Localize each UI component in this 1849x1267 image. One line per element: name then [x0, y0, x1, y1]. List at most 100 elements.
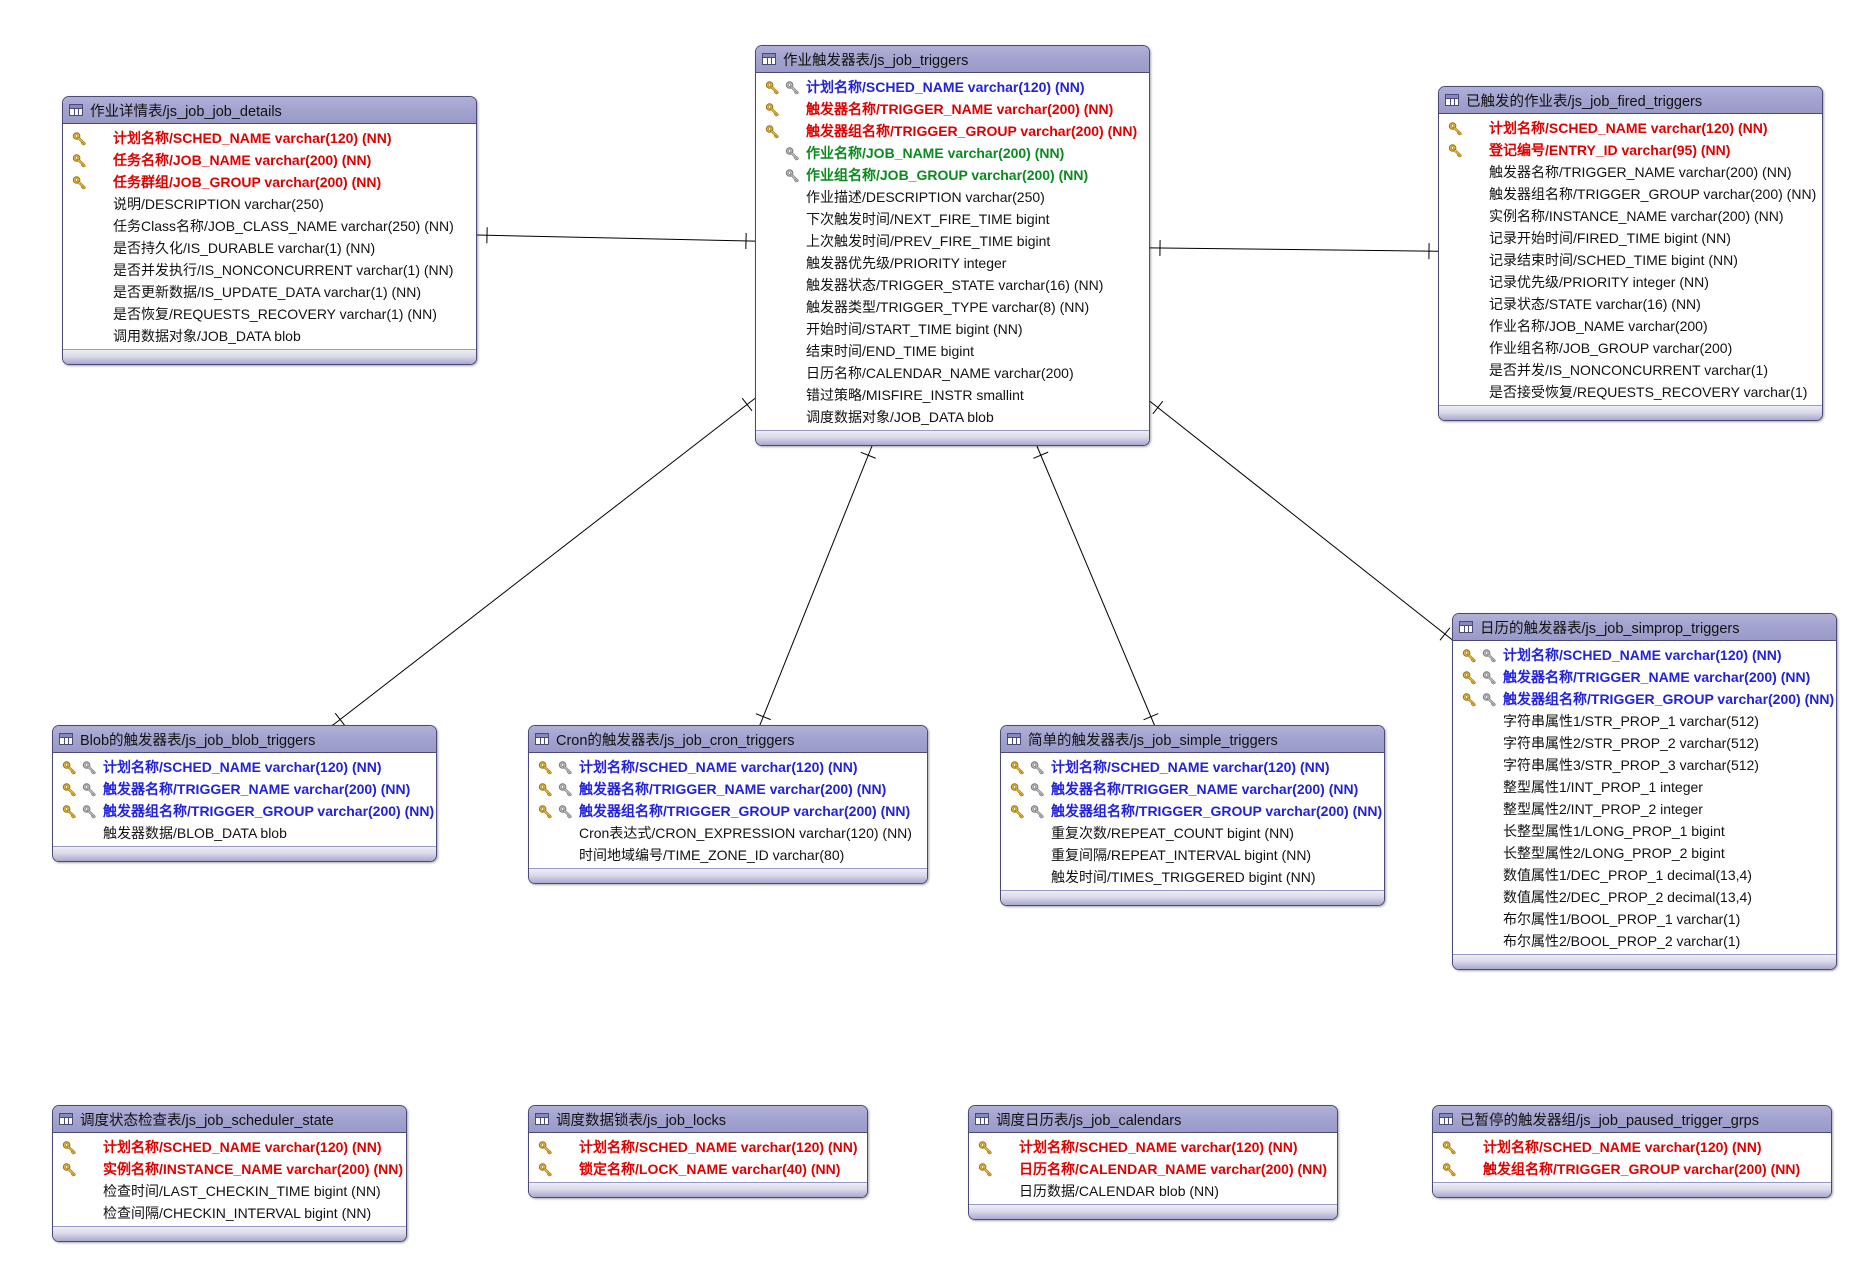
entity-field-row[interactable]: 是否并发执行/IS_NONCONCURRENT varchar(1) (NN): [63, 259, 476, 281]
entity-field-row[interactable]: 字符串属性3/STR_PROP_3 varchar(512): [1453, 754, 1836, 776]
entity-job_details[interactable]: 作业详情表/js_job_job_details 计划名称/SCHED_NAME …: [62, 96, 477, 365]
entity-title-bar[interactable]: 已触发的作业表/js_job_fired_triggers: [1439, 87, 1822, 114]
entity-field-row[interactable]: 计划名称/SCHED_NAME varchar(120) (NN): [756, 76, 1149, 98]
entity-field-row[interactable]: 时间地域编号/TIME_ZONE_ID varchar(80): [529, 844, 927, 866]
entity-field-row[interactable]: 计划名称/SCHED_NAME varchar(120) (NN): [529, 756, 927, 778]
entity-field-row[interactable]: 任务名称/JOB_NAME varchar(200) (NN): [63, 149, 476, 171]
entity-field-row[interactable]: 是否并发/IS_NONCONCURRENT varchar(1): [1439, 359, 1822, 381]
entity-field-row[interactable]: 计划名称/SCHED_NAME varchar(120) (NN): [1433, 1136, 1831, 1158]
entity-field-row[interactable]: 触发器名称/TRIGGER_NAME varchar(200) (NN): [529, 778, 927, 800]
entity-field-row[interactable]: 触发器组名称/TRIGGER_GROUP varchar(200) (NN): [53, 800, 436, 822]
entity-title-bar[interactable]: 调度日历表/js_job_calendars: [969, 1106, 1337, 1133]
entity-field-row[interactable]: 是否更新数据/IS_UPDATE_DATA varchar(1) (NN): [63, 281, 476, 303]
entity-blob_triggers[interactable]: Blob的触发器表/js_job_blob_triggers 计划名称/SCHED…: [52, 725, 437, 862]
entity-field-row[interactable]: 计划名称/SCHED_NAME varchar(120) (NN): [1439, 117, 1822, 139]
entity-field-row[interactable]: 记录开始时间/FIRED_TIME bigint (NN): [1439, 227, 1822, 249]
entity-field-row[interactable]: 任务Class名称/JOB_CLASS_NAME varchar(250) (N…: [63, 215, 476, 237]
entity-field-row[interactable]: 日历名称/CALENDAR_NAME varchar(200) (NN): [969, 1158, 1337, 1180]
entity-field-row[interactable]: 字符串属性1/STR_PROP_1 varchar(512): [1453, 710, 1836, 732]
entity-field-row[interactable]: 计划名称/SCHED_NAME varchar(120) (NN): [1001, 756, 1384, 778]
entity-field-row[interactable]: 计划名称/SCHED_NAME varchar(120) (NN): [53, 1136, 406, 1158]
entity-field-row[interactable]: 是否持久化/IS_DURABLE varchar(1) (NN): [63, 237, 476, 259]
entity-field-row[interactable]: 作业名称/JOB_NAME varchar(200) (NN): [756, 142, 1149, 164]
entity-field-row[interactable]: 计划名称/SCHED_NAME varchar(120) (NN): [529, 1136, 867, 1158]
entity-field-row[interactable]: 调度数据对象/JOB_DATA blob: [756, 406, 1149, 428]
entity-field-row[interactable]: 触发器名称/TRIGGER_NAME varchar(200) (NN): [1453, 666, 1836, 688]
entity-job_triggers[interactable]: 作业触发器表/js_job_triggers 计划名称/SCHED_NAME va…: [755, 45, 1150, 446]
entity-field-row[interactable]: 计划名称/SCHED_NAME varchar(120) (NN): [63, 127, 476, 149]
entity-field-row[interactable]: 实例名称/INSTANCE_NAME varchar(200) (NN): [1439, 205, 1822, 227]
entity-simple_triggers[interactable]: 简单的触发器表/js_job_simple_triggers 计划名称/SCHED…: [1000, 725, 1385, 906]
entity-field-row[interactable]: 布尔属性1/BOOL_PROP_1 varchar(1): [1453, 908, 1836, 930]
entity-field-row[interactable]: 记录状态/STATE varchar(16) (NN): [1439, 293, 1822, 315]
entity-field-row[interactable]: 登记编号/ENTRY_ID varchar(95) (NN): [1439, 139, 1822, 161]
entity-field-row[interactable]: 触发器名称/TRIGGER_NAME varchar(200) (NN): [1439, 161, 1822, 183]
entity-calendars[interactable]: 调度日历表/js_job_calendars 计划名称/SCHED_NAME va…: [968, 1105, 1338, 1220]
entity-field-row[interactable]: 检查时间/LAST_CHECKIN_TIME bigint (NN): [53, 1180, 406, 1202]
entity-field-row[interactable]: 整型属性2/INT_PROP_2 integer: [1453, 798, 1836, 820]
entity-field-row[interactable]: 计划名称/SCHED_NAME varchar(120) (NN): [1453, 644, 1836, 666]
entity-field-row[interactable]: 布尔属性2/BOOL_PROP_2 varchar(1): [1453, 930, 1836, 952]
entity-field-row[interactable]: 字符串属性2/STR_PROP_2 varchar(512): [1453, 732, 1836, 754]
entity-field-row[interactable]: 重复间隔/REPEAT_INTERVAL bigint (NN): [1001, 844, 1384, 866]
entity-field-row[interactable]: 触发器状态/TRIGGER_STATE varchar(16) (NN): [756, 274, 1149, 296]
entity-field-row[interactable]: 长整型属性2/LONG_PROP_2 bigint: [1453, 842, 1836, 864]
entity-field-row[interactable]: 下次触发时间/NEXT_FIRE_TIME bigint: [756, 208, 1149, 230]
entity-field-row[interactable]: 触发器名称/TRIGGER_NAME varchar(200) (NN): [53, 778, 436, 800]
entity-fired_triggers[interactable]: 已触发的作业表/js_job_fired_triggers 计划名称/SCHED_…: [1438, 86, 1823, 421]
entity-field-row[interactable]: 触发器组名称/TRIGGER_GROUP varchar(200) (NN): [1001, 800, 1384, 822]
entity-field-row[interactable]: 数值属性2/DEC_PROP_2 decimal(13,4): [1453, 886, 1836, 908]
entity-field-row[interactable]: 触发器名称/TRIGGER_NAME varchar(200) (NN): [1001, 778, 1384, 800]
entity-field-row[interactable]: 触发器名称/TRIGGER_NAME varchar(200) (NN): [756, 98, 1149, 120]
entity-field-row[interactable]: 错过策略/MISFIRE_INSTR smallint: [756, 384, 1149, 406]
entity-field-row[interactable]: 作业描述/DESCRIPTION varchar(250): [756, 186, 1149, 208]
entity-title-bar[interactable]: Cron的触发器表/js_job_cron_triggers: [529, 726, 927, 753]
entity-field-row[interactable]: 作业名称/JOB_NAME varchar(200): [1439, 315, 1822, 337]
entity-cron_triggers[interactable]: Cron的触发器表/js_job_cron_triggers 计划名称/SCHED…: [528, 725, 928, 884]
entity-field-row[interactable]: 作业组名称/JOB_GROUP varchar(200) (NN): [756, 164, 1149, 186]
entity-field-row[interactable]: 重复次数/REPEAT_COUNT bigint (NN): [1001, 822, 1384, 844]
entity-scheduler_state[interactable]: 调度状态检查表/js_job_scheduler_state 计划名称/SCHED…: [52, 1105, 407, 1242]
entity-field-row[interactable]: 锁定名称/LOCK_NAME varchar(40) (NN): [529, 1158, 867, 1180]
entity-field-row[interactable]: 计划名称/SCHED_NAME varchar(120) (NN): [53, 756, 436, 778]
entity-field-row[interactable]: 整型属性1/INT_PROP_1 integer: [1453, 776, 1836, 798]
entity-field-row[interactable]: 触发器优先级/PRIORITY integer: [756, 252, 1149, 274]
entity-locks[interactable]: 调度数据锁表/js_job_locks 计划名称/SCHED_NAME varch…: [528, 1105, 868, 1198]
entity-field-row[interactable]: 数值属性1/DEC_PROP_1 decimal(13,4): [1453, 864, 1836, 886]
entity-field-row[interactable]: 是否恢复/REQUESTS_RECOVERY varchar(1) (NN): [63, 303, 476, 325]
entity-field-row[interactable]: 计划名称/SCHED_NAME varchar(120) (NN): [969, 1136, 1337, 1158]
entity-field-row[interactable]: 触发器数据/BLOB_DATA blob: [53, 822, 436, 844]
entity-title-bar[interactable]: 日历的触发器表/js_job_simprop_triggers: [1453, 614, 1836, 641]
entity-field-row[interactable]: 触发器组名称/TRIGGER_GROUP varchar(200) (NN): [1439, 183, 1822, 205]
entity-field-row[interactable]: 开始时间/START_TIME bigint (NN): [756, 318, 1149, 340]
entity-field-row[interactable]: 是否接受恢复/REQUESTS_RECOVERY varchar(1): [1439, 381, 1822, 403]
entity-field-row[interactable]: 任务群组/JOB_GROUP varchar(200) (NN): [63, 171, 476, 193]
entity-field-row[interactable]: 触发器组名称/TRIGGER_GROUP varchar(200) (NN): [756, 120, 1149, 142]
entity-field-row[interactable]: 触发时间/TIMES_TRIGGERED bigint (NN): [1001, 866, 1384, 888]
entity-title-bar[interactable]: 作业触发器表/js_job_triggers: [756, 46, 1149, 73]
entity-title-bar[interactable]: 简单的触发器表/js_job_simple_triggers: [1001, 726, 1384, 753]
entity-title-bar[interactable]: 已暂停的触发器组/js_job_paused_trigger_grps: [1433, 1106, 1831, 1133]
entity-field-row[interactable]: 长整型属性1/LONG_PROP_1 bigint: [1453, 820, 1836, 842]
entity-title-bar[interactable]: Blob的触发器表/js_job_blob_triggers: [53, 726, 436, 753]
entity-field-row[interactable]: 实例名称/INSTANCE_NAME varchar(200) (NN): [53, 1158, 406, 1180]
entity-title-bar[interactable]: 调度状态检查表/js_job_scheduler_state: [53, 1106, 406, 1133]
entity-field-row[interactable]: 作业组名称/JOB_GROUP varchar(200): [1439, 337, 1822, 359]
entity-title-bar[interactable]: 作业详情表/js_job_job_details: [63, 97, 476, 124]
entity-field-row[interactable]: 上次触发时间/PREV_FIRE_TIME bigint: [756, 230, 1149, 252]
entity-title-bar[interactable]: 调度数据锁表/js_job_locks: [529, 1106, 867, 1133]
entity-simprop_triggers[interactable]: 日历的触发器表/js_job_simprop_triggers 计划名称/SCHE…: [1452, 613, 1837, 970]
entity-field-row[interactable]: 记录优先级/PRIORITY integer (NN): [1439, 271, 1822, 293]
entity-field-row[interactable]: 日历名称/CALENDAR_NAME varchar(200): [756, 362, 1149, 384]
entity-field-row[interactable]: 记录结束时间/SCHED_TIME bigint (NN): [1439, 249, 1822, 271]
entity-field-row[interactable]: 检查间隔/CHECKIN_INTERVAL bigint (NN): [53, 1202, 406, 1224]
entity-field-row[interactable]: 说明/DESCRIPTION varchar(250): [63, 193, 476, 215]
entity-paused_trigger_grps[interactable]: 已暂停的触发器组/js_job_paused_trigger_grps 计划名称/…: [1432, 1105, 1832, 1198]
entity-field-row[interactable]: 结束时间/END_TIME bigint: [756, 340, 1149, 362]
entity-field-row[interactable]: 触发器组名称/TRIGGER_GROUP varchar(200) (NN): [1453, 688, 1836, 710]
entity-field-row[interactable]: Cron表达式/CRON_EXPRESSION varchar(120) (NN…: [529, 822, 927, 844]
entity-field-row[interactable]: 日历数据/CALENDAR blob (NN): [969, 1180, 1337, 1202]
entity-field-row[interactable]: 触发器类型/TRIGGER_TYPE varchar(8) (NN): [756, 296, 1149, 318]
entity-field-row[interactable]: 触发器组名称/TRIGGER_GROUP varchar(200) (NN): [529, 800, 927, 822]
entity-field-row[interactable]: 调用数据对象/JOB_DATA blob: [63, 325, 476, 347]
